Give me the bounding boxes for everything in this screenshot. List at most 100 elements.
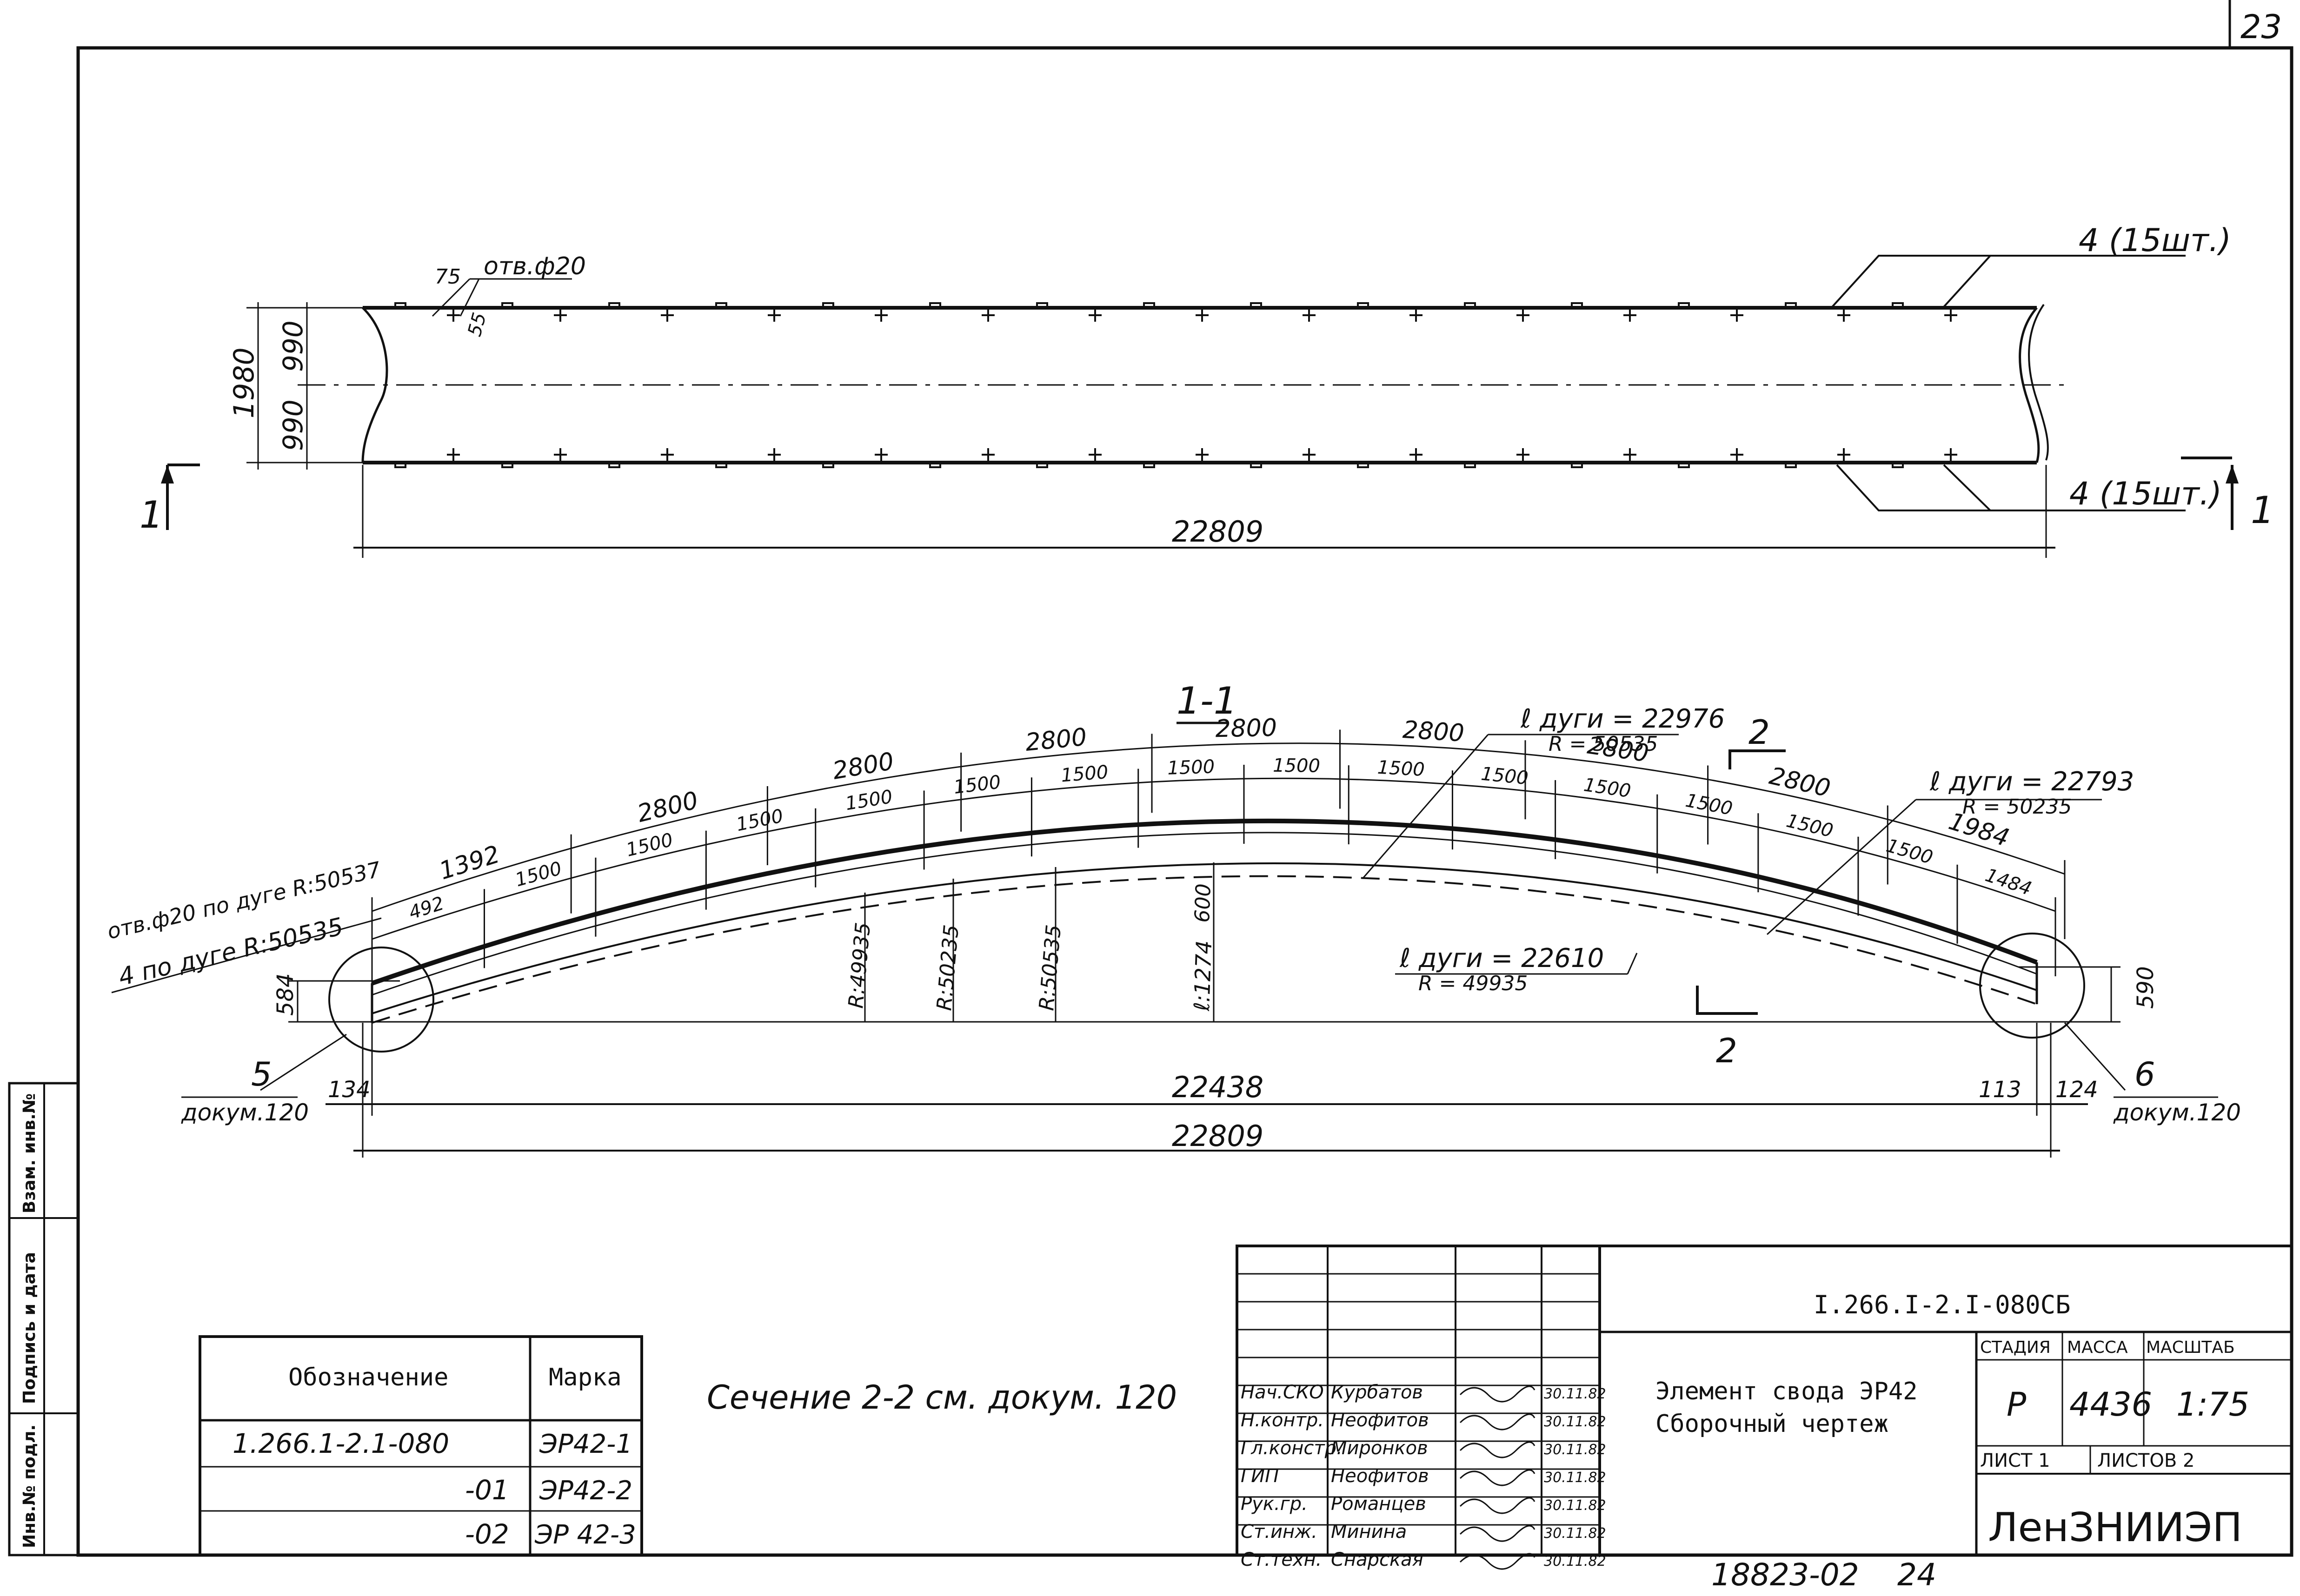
side-stamp: Инв.№ подл. Подпись и дата Взам. инв.№ [8, 1082, 80, 1556]
radius-50535: R:50535 [1035, 924, 1066, 1012]
staff-date: 30.11.82 [1544, 1497, 1606, 1514]
spec-designation: 1.266.1-2.1-080 [233, 1428, 449, 1459]
staff-name: Неофитов [1331, 1465, 1429, 1487]
signature-icon [1459, 1553, 1536, 1570]
staff-date: 30.11.82 [1544, 1525, 1606, 1542]
dimension-label: 1500 [1884, 835, 1935, 868]
height-1274: ℓ:1274 [1189, 940, 1216, 1012]
doc-title-line1: Элемент свода ЭР42 [1655, 1377, 1918, 1405]
staff-row: Рук.гр. Романцев 30.11.82 [1241, 1493, 1606, 1515]
stud-mark [1785, 302, 1797, 309]
signature-icon [1459, 1441, 1536, 1458]
mass-value: 4436 [2069, 1385, 2152, 1424]
cut2-top-label: 2 [1748, 713, 1770, 752]
dimension-label: 1500 [952, 771, 1002, 798]
span-inner: 22438 [1172, 1070, 1263, 1104]
arc-length-right: ℓ дуги = 22793 [1929, 767, 2134, 797]
col-mass: МАССА [2067, 1338, 2128, 1357]
doc-title-line2: Сборочный чертеж [1655, 1410, 1888, 1438]
stud-mark [822, 462, 834, 468]
staff-role: ГИП [1241, 1465, 1279, 1487]
dimension-label: 2800 [1024, 723, 1088, 757]
staff-role: Рук.гр. [1241, 1493, 1308, 1515]
staff-name: Миронков [1331, 1437, 1428, 1459]
stud-mark [715, 462, 727, 468]
signature-icon [1459, 1525, 1536, 1542]
stud-mark [1892, 302, 1904, 309]
plan-dim-75: 75 [435, 265, 461, 289]
dimension-label: 1500 [734, 805, 785, 835]
stud-mark [1250, 462, 1262, 468]
cut2-bottom-label: 2 [1716, 1031, 1737, 1070]
signature-icon [1459, 1413, 1536, 1430]
dimension-label: 1500 [1167, 756, 1215, 779]
signature-icon [1459, 1385, 1536, 1403]
plan-view: 4 (15шт.) 4 (15шт.) отв.ф20 75 55 1980 9… [140, 222, 2274, 558]
sheet-frame: 23 [76, 0, 2293, 1557]
dimension-label: 2800 [1767, 762, 1833, 803]
staff-name: Неофитов [1331, 1410, 1429, 1431]
signature-icon [1459, 1469, 1536, 1486]
spec-header-designation: Обозначение [288, 1364, 448, 1391]
stud-mark [1250, 302, 1262, 309]
stud-mark [1571, 462, 1583, 468]
archive-sheet: 24 [1897, 1557, 1936, 1593]
dim-584: 584 [273, 973, 299, 1016]
staff-date: 30.11.82 [1544, 1442, 1606, 1458]
stud-mark [1357, 302, 1369, 309]
dimension-label: 1500 [1273, 755, 1320, 777]
staff-date: 30.11.82 [1544, 1553, 1606, 1570]
plan-callout-top: 4 (15шт.) [2079, 222, 2231, 259]
dimension-label: 1500 [1060, 762, 1109, 787]
staff-role: Ст.техн. [1241, 1549, 1322, 1570]
dimension-label: 1500 [1480, 763, 1529, 789]
plan-callout-bottom: 4 (15шт.) [2069, 476, 2222, 512]
organization: ЛенЗНИИЭП [1988, 1504, 2242, 1551]
dimension-label: 1500 [1784, 810, 1835, 841]
sheets-label: ЛИСТОВ 2 [2097, 1450, 2194, 1471]
arc-radius-top: R = 50535 [1549, 732, 1658, 756]
stud-mark [1464, 462, 1476, 468]
stud-mark [394, 302, 406, 309]
staff-name: Минина [1331, 1521, 1407, 1543]
col-stage: СТАДИЯ [1980, 1338, 2051, 1357]
dimension-label: 2800 [831, 748, 896, 785]
stud-mark [1143, 302, 1155, 309]
section-1-1: 1-1 5 докум.120 6 докум.120 ℓ дуги = 229 [105, 679, 2241, 1158]
staff-date: 30.11.82 [1544, 1386, 1606, 1402]
spec-mark: ЭР42-1 [539, 1429, 632, 1459]
cut-mark-left: 1 [140, 493, 163, 536]
staff-role: Гл.констр. [1241, 1437, 1343, 1459]
stamp-original-inv: Инв.№ подл. [20, 1424, 39, 1548]
stud-mark [1678, 462, 1690, 468]
archive-code: 18823-02 [1711, 1557, 1859, 1593]
plan-length: 22809 [1172, 515, 1263, 549]
dimension-label: 1500 [624, 829, 675, 861]
staff-row: Гл.констр.Миронков 30.11.82 [1241, 1437, 1606, 1459]
stage-value: Р [2007, 1385, 2027, 1424]
plan-dim-55: 55 [464, 310, 491, 338]
node6-number: 6 [2134, 1055, 2155, 1093]
dimension-label: 2800 [1402, 716, 1465, 748]
section-title: 1-1 [1177, 679, 1237, 722]
plan-dim-1980: 1980 [228, 347, 260, 418]
stud-mark [929, 462, 941, 468]
stud-mark [501, 462, 513, 468]
spec-header-mark: Марка [549, 1364, 622, 1391]
staff-name: Романцев [1331, 1493, 1426, 1515]
plan-dim-990-top: 990 [277, 320, 309, 372]
stud-mark [608, 462, 620, 468]
staff-name: Курбатов [1331, 1382, 1423, 1403]
spec-designation: -01 [465, 1474, 509, 1506]
spec-table: Обозначение Марка 1.266.1-2.1-080 ЭР42-1… [199, 1335, 643, 1556]
cut-mark-right: 1 [2251, 489, 2274, 532]
arc-radius-right: R = 50235 [1962, 795, 2072, 819]
dimension-label: 2800 [1215, 714, 1277, 743]
stamp-replaced-inv: Взам. инв.№ [20, 1093, 39, 1213]
col-scale: МАСШТАБ [2146, 1338, 2235, 1357]
table-row: -01 ЭР42-2 [465, 1474, 632, 1506]
staff-date: 30.11.82 [1544, 1470, 1606, 1486]
stud-mark [1357, 462, 1369, 468]
stud-mark [1143, 462, 1155, 468]
